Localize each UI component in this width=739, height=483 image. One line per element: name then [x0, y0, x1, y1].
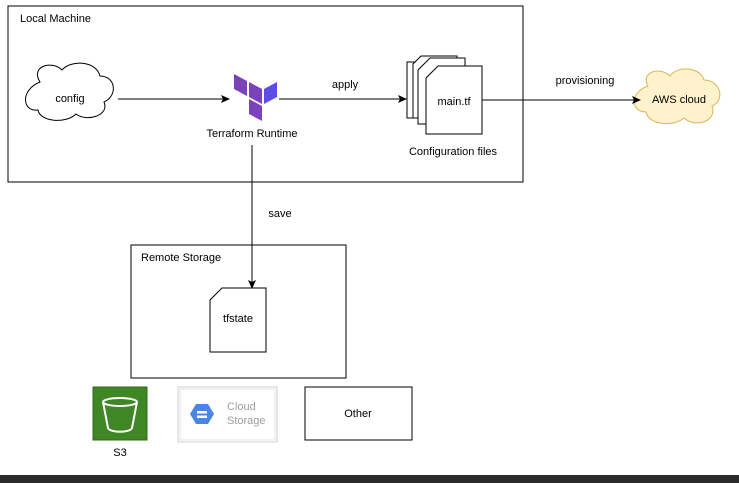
aws-cloud-label: AWS cloud	[652, 94, 706, 106]
apply-label: apply	[332, 79, 359, 91]
local-machine-container: Local Machine	[7, 5, 524, 183]
s3-label: S3	[113, 447, 126, 459]
bottom-bar	[0, 475, 739, 483]
tfstate-document: tfstate	[209, 287, 267, 353]
google-cloud-storage-icon	[190, 404, 214, 424]
other-storage-node: Other	[304, 386, 413, 441]
aws-cloud-node: AWS cloud	[633, 68, 721, 125]
other-label: Other	[344, 408, 372, 420]
s3-bucket-icon	[92, 386, 148, 441]
config-label: config	[55, 93, 84, 105]
google-cloud-storage-node: Cloud Storage	[177, 386, 278, 443]
configuration-files-stack: main.tf	[406, 55, 483, 135]
config-cloud: config	[25, 62, 114, 121]
terraform-runtime-label: Terraform Runtime	[206, 128, 297, 140]
tfstate-label: tfstate	[223, 313, 253, 325]
cloud-storage-label-line2: Storage	[227, 415, 266, 427]
configuration-files-label: Configuration files	[409, 146, 498, 158]
provisioning-label: provisioning	[556, 75, 615, 87]
main-tf-label: main.tf	[437, 96, 471, 108]
remote-storage-container: Remote Storage	[130, 244, 347, 379]
terraform-logo-icon	[234, 74, 277, 121]
save-label: save	[268, 208, 291, 220]
cloud-storage-label-line1: Cloud	[227, 401, 256, 413]
local-machine-title: Local Machine	[20, 13, 91, 25]
remote-storage-title: Remote Storage	[141, 252, 221, 264]
